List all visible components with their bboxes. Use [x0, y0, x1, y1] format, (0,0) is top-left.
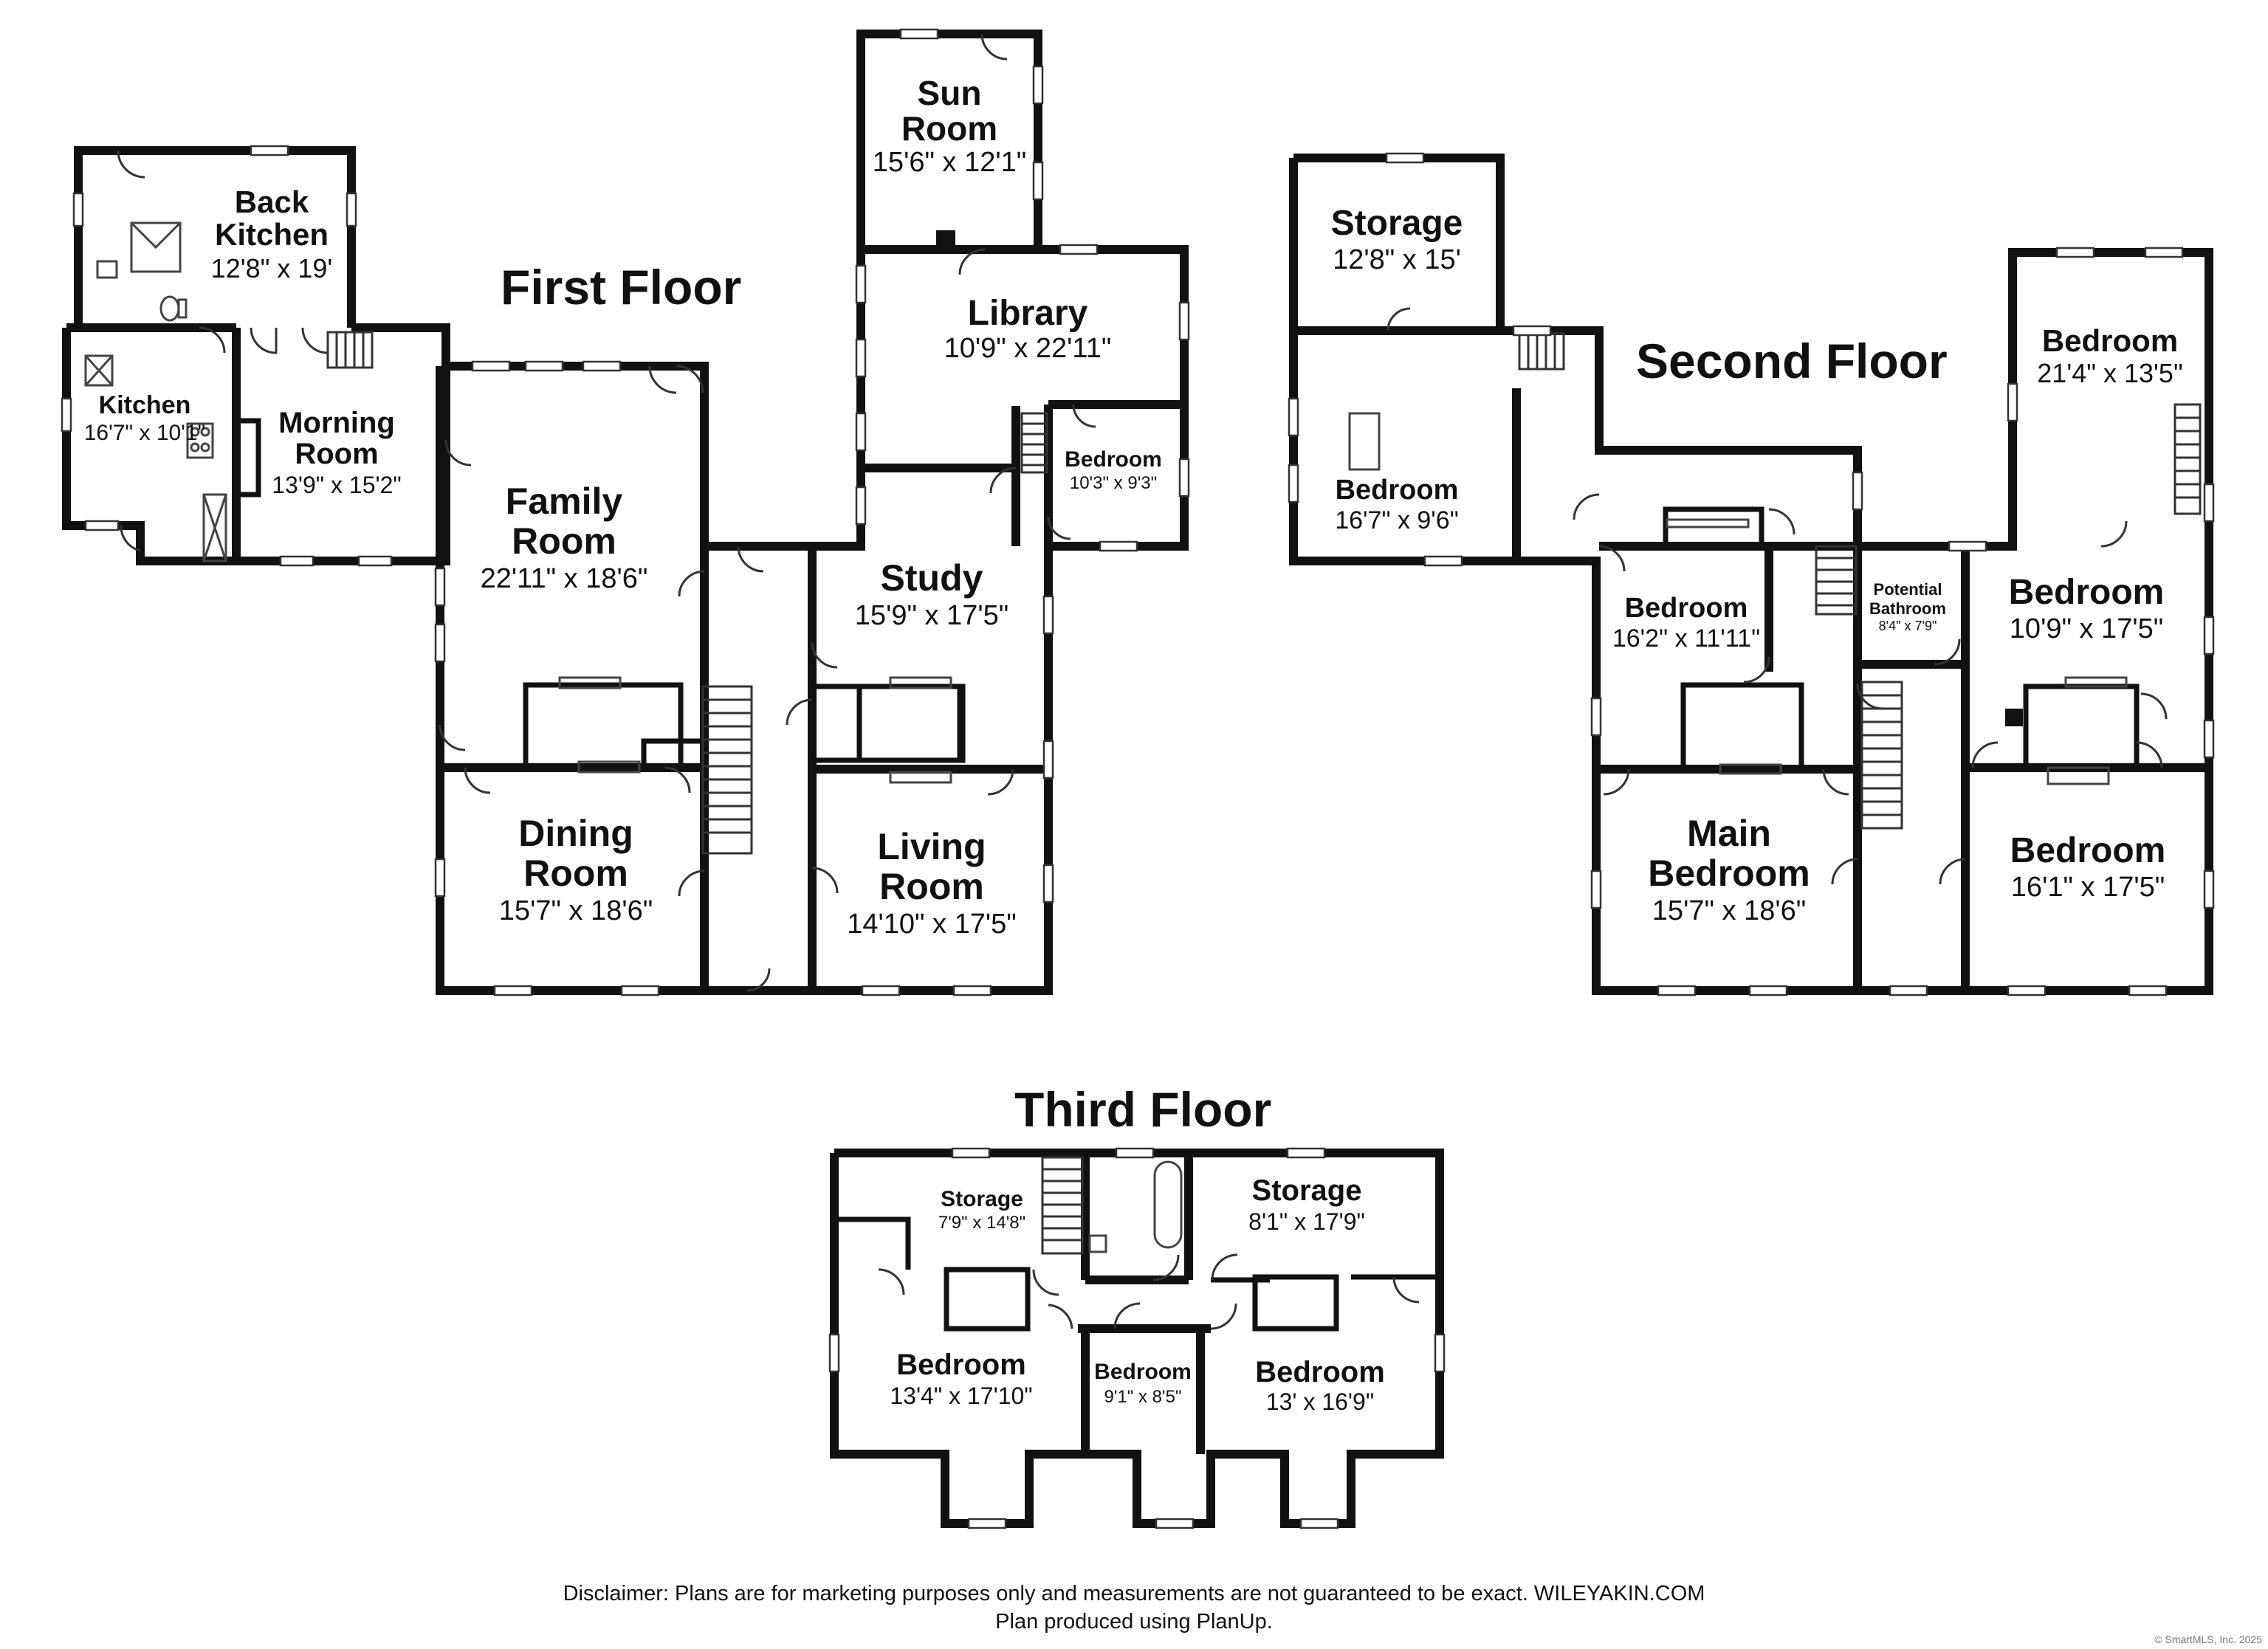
- room-name-bedroom-2b: Bedroom: [2042, 323, 2178, 358]
- room-name-bedroom-2c: Bedroom: [1625, 593, 1748, 624]
- room-name-living-room: Room: [879, 866, 984, 907]
- first-floor-interior: [233, 418, 966, 771]
- room-name-dining-room: Dining: [518, 813, 633, 854]
- room-name-back-kitchen: Back: [235, 185, 309, 219]
- bathtub-icon: [1153, 1160, 1183, 1249]
- room-dim-bedroom-2d: 10'9" x 17'5": [2010, 613, 2163, 644]
- room-name-bedroom-3c: Bedroom: [1255, 1356, 1385, 1388]
- room-dim-sun-room: 15'6" x 12'1": [873, 147, 1026, 178]
- room-name-sun-room: Room: [901, 109, 997, 148]
- disclaimer-text-line-2: Plan produced using PlanUp.: [995, 1610, 1273, 1633]
- room-dim-dining-room: 15'7" x 18'6": [499, 895, 653, 926]
- room-dim-study: 15'9" x 17'5": [855, 600, 1008, 631]
- copyright-text: © SmartMLS, Inc. 2025: [2154, 1633, 2262, 1645]
- room-dim-bedroom-2b: 21'4" x 13'5": [2037, 358, 2182, 388]
- room-name-storage-third-b: Storage: [1252, 1174, 1362, 1207]
- window-icon: [61, 28, 2215, 1529]
- room-name-bedroom-2e: Bedroom: [2010, 831, 2166, 870]
- room-name-dining-room: Room: [523, 853, 628, 894]
- room-name-kitchen: Kitchen: [99, 391, 191, 419]
- room-name-main-bedroom: Main: [1687, 813, 1771, 854]
- disclaimer-text: Disclaimer: Plans are for marketing purp…: [563, 1582, 1705, 1605]
- room-dim-bedroom-3a: 13'4" x 17'10": [890, 1383, 1032, 1409]
- third-floor-interior: [834, 1216, 1440, 1332]
- room-name-family-room: Room: [512, 520, 616, 562]
- room-dim-library: 10'9" x 22'11": [944, 333, 1112, 364]
- room-name-sun-room: Sun: [918, 74, 982, 112]
- room-name-potential-bathroom: Potential: [1874, 580, 1942, 599]
- room-dim-storage-third-a: 7'9" x 14'8": [938, 1213, 1025, 1233]
- room-name-morning-room: Room: [295, 438, 378, 470]
- room-dim-bedroom-3b: 9'1" x 8'5": [1104, 1387, 1182, 1407]
- room-dim-main-bedroom: 15'7" x 18'6": [1652, 895, 1806, 926]
- room-dim-bedroom-first: 10'3" x 9'3": [1070, 473, 1157, 493]
- room-name-bedroom-2a: Bedroom: [1336, 475, 1459, 506]
- room-dim-bedroom-2e: 16'1" x 17'5": [2011, 872, 2165, 903]
- first-floor-walls: [62, 30, 1189, 995]
- room-name-storage-third-a: Storage: [941, 1187, 1023, 1211]
- floor-title-second: Second Floor: [1636, 334, 1948, 388]
- room-dim-family-room: 22'11" x 18'6": [481, 563, 648, 594]
- room-name-potential-bathroom: Bathroom: [1869, 599, 1946, 618]
- room-name-storage-second: Storage: [1331, 204, 1463, 243]
- room-name-bedroom-first: Bedroom: [1065, 447, 1162, 472]
- shower-icon: [130, 221, 182, 273]
- room-dim-bedroom-2c: 16'2" x 11'11": [1612, 624, 1760, 653]
- room-name-study: Study: [881, 557, 983, 599]
- door-swing-icon: [117, 33, 2168, 1330]
- floor-title-first: First Floor: [501, 260, 741, 314]
- stove-icon: [84, 354, 227, 562]
- fixtures: [84, 221, 2128, 1253]
- floor-title-third: Third Floor: [1014, 1082, 1271, 1137]
- room-dim-back-kitchen: 12'8" x 19': [211, 253, 333, 283]
- room-dim-bedroom-3c: 13' x 16'9": [1266, 1388, 1374, 1415]
- third-floor-walls: [830, 1149, 1444, 1528]
- room-dim-bedroom-2a: 16'7" x 9'6": [1335, 506, 1459, 534]
- room-dim-morning-room: 13'9" x 15'2": [272, 472, 402, 498]
- room-dim-storage-third-b: 8'1" x 17'9": [1248, 1208, 1365, 1235]
- room-name-library: Library: [968, 294, 1088, 333]
- sink-icon: [96, 260, 1107, 1253]
- room-dim-living-room: 14'10" x 17'5": [847, 909, 1017, 940]
- room-dim-kitchen: 16'7" x 10'1": [84, 421, 206, 445]
- room-name-bedroom-3b: Bedroom: [1094, 1360, 1192, 1384]
- room-name-bedroom-2d: Bedroom: [2009, 573, 2165, 612]
- room-name-back-kitchen: Kitchen: [215, 217, 329, 252]
- room-name-morning-room: Morning: [278, 407, 395, 439]
- room-name-main-bedroom: Bedroom: [1648, 853, 1810, 894]
- room-name-living-room: Living: [877, 826, 986, 867]
- room-name-family-room: Family: [506, 481, 623, 522]
- room-dim-potential-bathroom: 8'4" x 7'9": [1879, 619, 1937, 633]
- toilet-icon: [159, 295, 188, 322]
- room-dim-storage-second: 12'8" x 15': [1333, 244, 1461, 275]
- fireplace-icon: [558, 412, 2128, 785]
- room-name-bedroom-3a: Bedroom: [896, 1349, 1026, 1381]
